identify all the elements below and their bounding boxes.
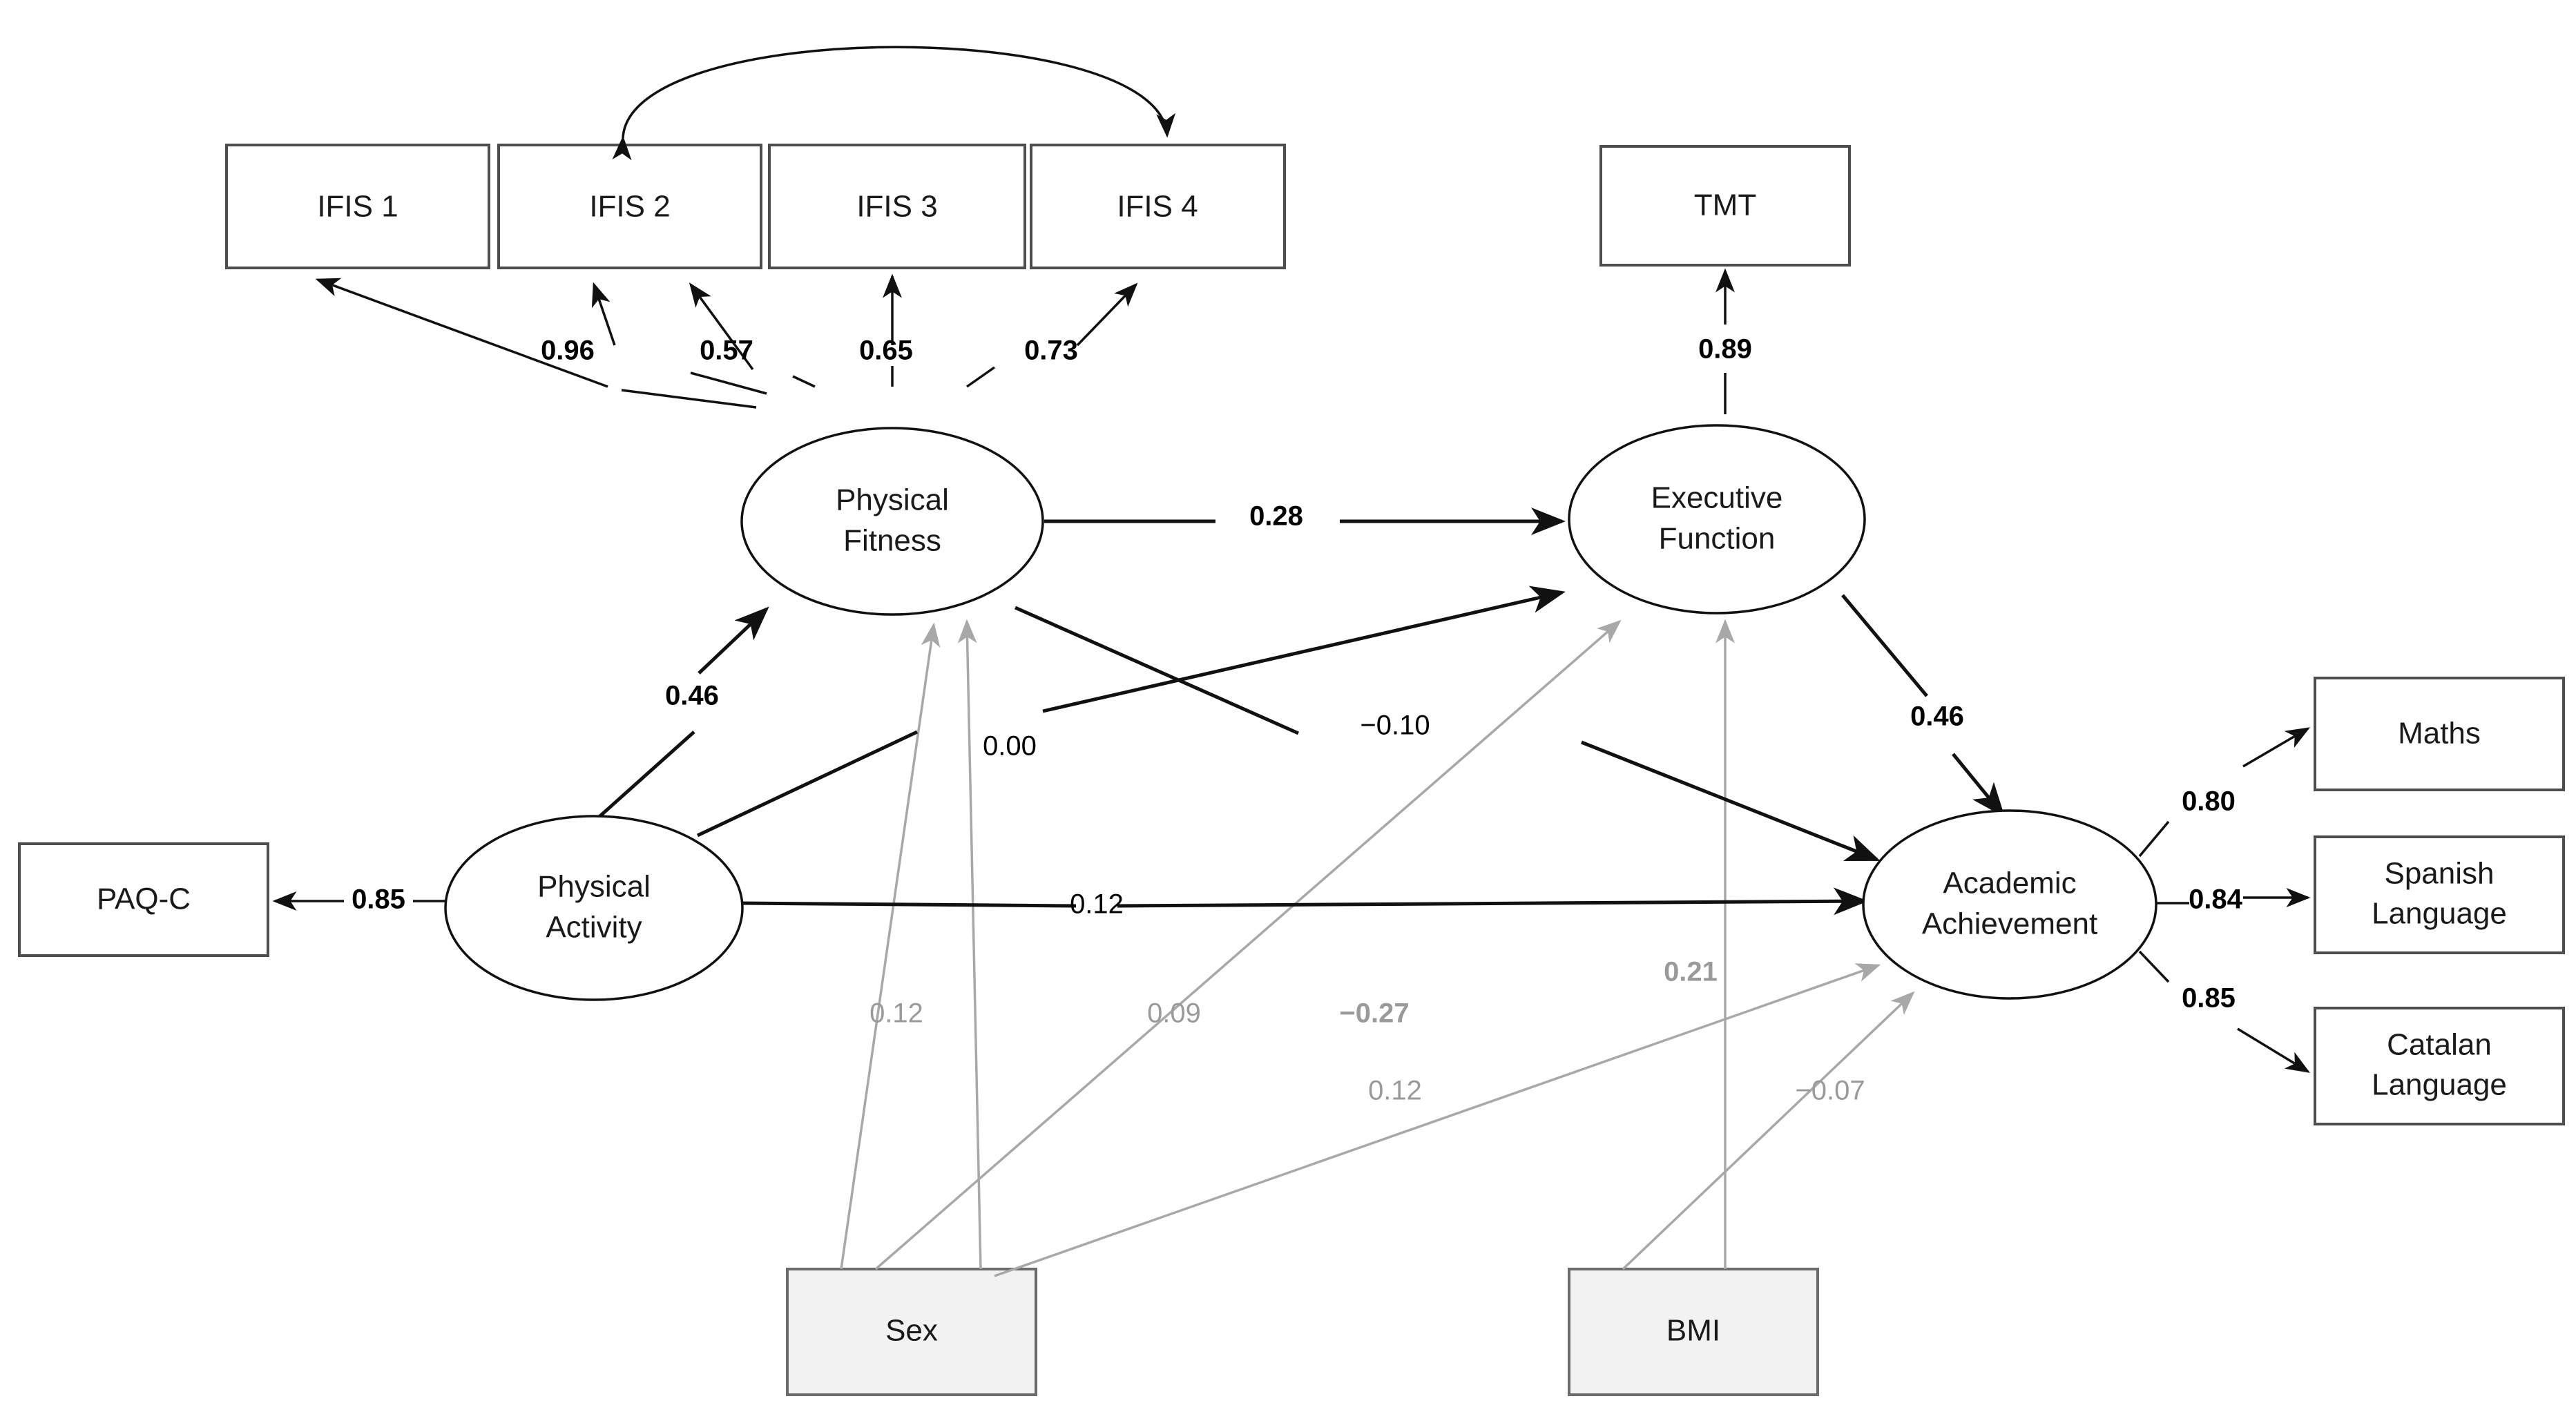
coef-label-bmi-ef: 0.21 xyxy=(1664,957,1718,987)
coef-label-pa-aa: 0.12 xyxy=(1070,889,1124,920)
coef-label-aa-maths: 0.80 xyxy=(2182,786,2236,817)
ellipse-shape xyxy=(740,427,1044,616)
latent-ellipse-academic-achievement[interactable]: Academic Achievement xyxy=(1862,809,2157,1000)
ellipse-shape xyxy=(1568,424,1866,615)
loading-pf-ifis4-arrow xyxy=(1076,282,1138,347)
coef-label-sex-pf-b: −0.27 xyxy=(1339,998,1409,1029)
covariate-box-label: Sex xyxy=(885,1314,938,1348)
box-rect xyxy=(1599,145,1851,267)
covariate-box-bmi[interactable]: BMI xyxy=(1568,1268,1819,1396)
latent-label-line2: Fitness xyxy=(843,524,941,558)
loading-aa-maths-arrow xyxy=(2242,727,2311,768)
covariance-arc-ifis2-ifis4 xyxy=(612,46,1175,161)
loading-pf-ifis2-stub xyxy=(792,375,816,388)
observed-box-label: TMT xyxy=(1694,188,1756,222)
observed-box-label: IFIS 4 xyxy=(1117,190,1198,224)
observed-box-label-line1: Catalan xyxy=(2387,1028,2492,1062)
loading-aa-catalan-arrow xyxy=(2237,1027,2310,1073)
latent-label-line1: Physical xyxy=(537,870,651,904)
box-rect xyxy=(18,842,269,957)
path-sex-to-physical-fitness-b xyxy=(957,619,982,1270)
path-ef-aa-arrow xyxy=(1952,753,2006,818)
observed-box-label-line1: Spanish xyxy=(2384,857,2494,891)
box-rect xyxy=(1568,1268,1819,1396)
observed-box-label: Maths xyxy=(2398,717,2481,751)
path-pa-aa-left xyxy=(740,901,1077,908)
observed-box-spanish[interactable]: Spanish Language xyxy=(2314,835,2565,954)
observed-box-label: IFIS 1 xyxy=(317,190,398,224)
loading-pf-ifis1-arrow xyxy=(591,282,616,346)
path-pa-ef-arrow xyxy=(1042,586,1566,713)
path-pa-pf-arrow xyxy=(698,606,769,675)
path-bmi-to-academic-achievement xyxy=(1622,991,1915,1270)
observed-box-label: IFIS 2 xyxy=(589,190,670,224)
coef-label-pf-ifis3: 0.65 xyxy=(859,336,913,366)
latent-label-line1: Executive xyxy=(1651,481,1783,515)
coef-label-pa-ef: 0.00 xyxy=(983,731,1037,762)
coef-label-pf-ifis4: 0.73 xyxy=(1024,336,1078,366)
observed-box-label: PAQ-C xyxy=(97,882,191,916)
latent-label-line1: Physical xyxy=(836,483,949,517)
loading-aa-maths-stub xyxy=(2138,820,2170,858)
box-rect xyxy=(2314,1007,2565,1125)
coef-label-ef-aa: 0.46 xyxy=(1910,702,1964,732)
loading-pf-ifis1-line xyxy=(318,280,757,409)
coef-label-ef-tmt: 0.89 xyxy=(1698,334,1752,365)
ellipse-shape xyxy=(444,815,744,1001)
latent-label-line1: Academic xyxy=(1943,867,2076,900)
loading-pf-ifis1-stub xyxy=(690,371,767,395)
observed-box-label-line2: Language xyxy=(2372,1068,2507,1102)
coef-label-bmi-aa: −0.07 xyxy=(1795,1076,1865,1106)
path-pa-pf-lower xyxy=(594,731,695,822)
loading-pf-ifis4-stub xyxy=(965,366,996,388)
box-rect xyxy=(2314,677,2565,791)
loading-pf-ifis2-arrow xyxy=(689,282,754,371)
observed-box-catalan[interactable]: Catalan Language xyxy=(2314,1007,2565,1125)
covariate-box-sex[interactable]: Sex xyxy=(786,1268,1037,1396)
latent-label-line2: Achievement xyxy=(1922,907,2097,941)
coef-label-pf-aa: −0.10 xyxy=(1360,710,1430,741)
coef-label-sex-aa: 0.12 xyxy=(1368,1076,1422,1106)
coef-label-sex-ef: 0.09 xyxy=(1147,998,1201,1029)
box-rect xyxy=(786,1268,1037,1396)
observed-box-ifis4[interactable]: IFIS 4 xyxy=(1030,144,1286,269)
coef-label-aa-spanish: 0.84 xyxy=(2189,884,2243,915)
path-pf-aa-arrow xyxy=(1581,740,1881,862)
loading-aa-catalan-stub xyxy=(2138,950,2170,983)
observed-box-ifis3[interactable]: IFIS 3 xyxy=(768,144,1026,269)
ellipse-shape xyxy=(1862,809,2157,1000)
latent-label-line2: Function xyxy=(1659,522,1776,556)
path-pa-ef-seg1 xyxy=(696,730,919,838)
path-sex-to-executive-function xyxy=(874,619,1622,1270)
observed-box-ifis1[interactable]: IFIS 1 xyxy=(225,144,490,269)
coef-label-pf-ef: 0.28 xyxy=(1249,501,1303,532)
coef-label-pf-ifis2: 0.57 xyxy=(700,336,753,366)
box-rect xyxy=(1030,144,1286,269)
observed-box-tmt[interactable]: TMT xyxy=(1599,145,1851,267)
covariate-box-label: BMI xyxy=(1666,1314,1720,1348)
coef-label-pa-paqc: 0.85 xyxy=(352,884,405,915)
path-pa-aa-arrow xyxy=(1117,887,1868,916)
latent-ellipse-physical-activity[interactable]: Physical Activity xyxy=(444,815,744,1001)
coef-label-pa-pf: 0.46 xyxy=(665,681,719,711)
box-rect xyxy=(225,144,490,269)
observed-box-maths[interactable]: Maths xyxy=(2314,677,2565,791)
latent-ellipse-executive-function[interactable]: Executive Function xyxy=(1568,424,1866,615)
path-sex-to-physical-fitness xyxy=(840,622,941,1270)
coef-label-sex-pf: 0.12 xyxy=(869,998,923,1029)
path-ef-aa-upper xyxy=(1841,594,1928,697)
latent-ellipse-physical-fitness[interactable]: Physical Fitness xyxy=(740,427,1044,616)
observed-box-ifis2[interactable]: IFIS 2 xyxy=(497,144,762,269)
box-rect xyxy=(497,144,762,269)
coef-label-aa-catalan: 0.85 xyxy=(2182,983,2236,1014)
box-rect xyxy=(2314,835,2565,954)
observed-box-label-line2: Language xyxy=(2372,897,2507,931)
observed-box-paqc[interactable]: PAQ-C xyxy=(18,842,269,957)
path-pf-aa-seg1 xyxy=(1014,606,1300,735)
latent-label-line2: Activity xyxy=(546,911,642,945)
coef-label-pf-ifis1: 0.96 xyxy=(541,336,595,366)
path-sex-to-academic-achievement xyxy=(994,963,1881,1277)
observed-box-label: IFIS 3 xyxy=(856,190,937,224)
